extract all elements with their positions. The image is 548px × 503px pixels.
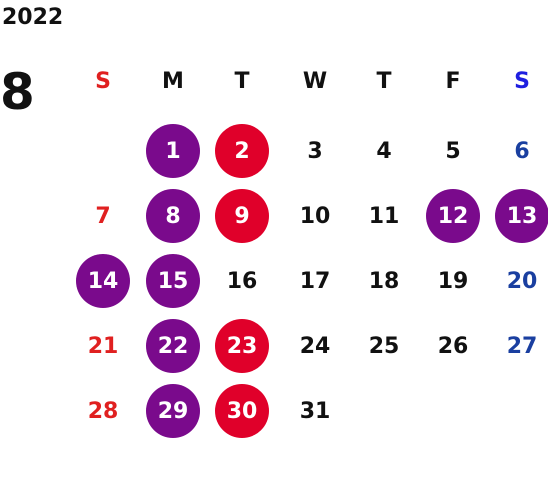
day-cell-20[interactable]: 20 [506,268,538,294]
weekday-header-thu: T [376,68,392,94]
day-cell-24[interactable]: 24 [299,333,331,359]
day-cell-6[interactable]: 6 [514,138,530,164]
day-cell-15[interactable]: 15 [146,254,200,308]
day-cell-17[interactable]: 17 [299,268,331,294]
year-label: 2022 [2,5,64,30]
day-cell-29[interactable]: 29 [146,384,200,438]
weekday-header-fri: F [445,68,461,94]
day-cell-21[interactable]: 21 [87,333,119,359]
day-cell-9[interactable]: 9 [215,189,269,243]
day-cell-27[interactable]: 27 [506,333,538,359]
day-cell-18[interactable]: 18 [368,268,400,294]
day-cell-14[interactable]: 14 [76,254,130,308]
day-cell-10[interactable]: 10 [299,203,331,229]
weekday-header-sat: S [514,68,530,94]
day-cell-19[interactable]: 19 [437,268,469,294]
day-cell-25[interactable]: 25 [368,333,400,359]
day-cell-11[interactable]: 11 [368,203,400,229]
weekday-header-wed: W [302,68,328,94]
month-label: 8 [0,63,35,121]
weekday-header-tue: T [234,68,250,94]
weekday-header-sun: S [95,68,111,94]
day-cell-4[interactable]: 4 [376,138,392,164]
day-cell-28[interactable]: 28 [87,398,119,424]
day-cell-1[interactable]: 1 [146,124,200,178]
day-cell-30[interactable]: 30 [215,384,269,438]
day-cell-5[interactable]: 5 [445,138,461,164]
day-cell-3[interactable]: 3 [307,138,323,164]
day-cell-26[interactable]: 26 [437,333,469,359]
day-cell-7[interactable]: 7 [95,203,111,229]
day-cell-12[interactable]: 12 [426,189,480,243]
day-cell-22[interactable]: 22 [146,319,200,373]
day-cell-16[interactable]: 16 [226,268,258,294]
weekday-header-mon: M [162,68,184,94]
day-cell-13[interactable]: 13 [495,189,548,243]
day-cell-23[interactable]: 23 [215,319,269,373]
day-cell-31[interactable]: 31 [299,398,331,424]
day-cell-8[interactable]: 8 [146,189,200,243]
day-cell-2[interactable]: 2 [215,124,269,178]
